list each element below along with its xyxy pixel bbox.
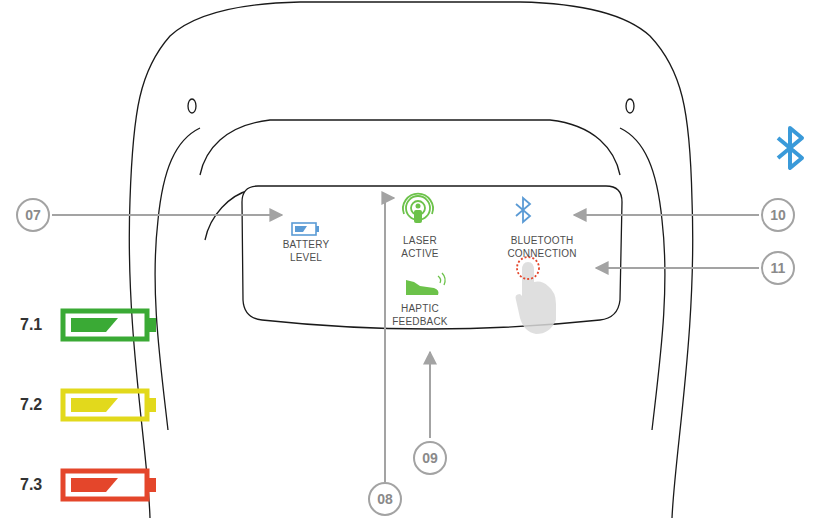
callout-number: 08 — [368, 482, 402, 516]
battery-swatch-part — [63, 311, 147, 339]
device-housing-part — [188, 99, 196, 113]
laser-icon-part — [402, 192, 434, 224]
icon-caption: LASER ACTIVE — [395, 234, 445, 260]
display-panel-part — [242, 186, 622, 329]
leader-line-part — [385, 198, 394, 482]
legend-row: 7.1 — [20, 308, 160, 342]
callout-text: 08 — [377, 491, 393, 507]
legend-text: 7.3 — [20, 476, 60, 494]
device-housing-part — [155, 128, 200, 430]
battery-icon-part — [316, 226, 319, 232]
bluetooth-symbol-part — [778, 128, 802, 168]
leader-line-part — [52, 214, 282, 216]
bluetooth-symbol — [778, 128, 802, 168]
battery-swatch-part — [71, 398, 118, 412]
callout-text: 07 — [25, 207, 41, 223]
battery-icon — [292, 223, 319, 235]
battery-swatch — [60, 308, 160, 342]
battery-swatch-part — [147, 318, 156, 332]
pointing-hand-part — [516, 262, 557, 334]
leader-line-part — [574, 214, 759, 216]
device-housing-part — [200, 120, 620, 175]
haptic-shoe-icon-part — [438, 273, 445, 285]
bluetooth-icon-part — [516, 198, 530, 222]
battery-icon-part — [295, 226, 307, 232]
battery-swatch-part — [63, 471, 147, 499]
battery-swatch-part — [71, 478, 118, 492]
callout-number: 11 — [761, 251, 795, 285]
leader-line-part — [429, 352, 431, 438]
icon-caption: BATTERY LEVEL — [276, 238, 336, 264]
device-housing-part — [129, 2, 692, 518]
callout-text: 09 — [422, 450, 438, 466]
leader-line-part — [596, 267, 759, 269]
battery-swatch-part — [147, 398, 156, 412]
display-panel — [242, 186, 622, 329]
legend-text: 7.1 — [20, 316, 60, 334]
icon-caption: HAPTIC FEEDBACK — [390, 302, 450, 328]
laser-icon-part — [414, 210, 422, 223]
pointing-hand — [516, 257, 557, 334]
battery-swatch — [60, 468, 160, 502]
device-housing-part — [626, 99, 634, 113]
callout-text: 10 — [770, 207, 786, 223]
leader-line — [52, 198, 759, 482]
legend-text: 7.2 — [20, 396, 60, 414]
laser-icon — [402, 192, 434, 224]
callout-number: 09 — [413, 441, 447, 475]
legend-row: 7.2 — [20, 388, 160, 422]
callout-number: 10 — [761, 198, 795, 232]
callout-text: 11 — [771, 260, 786, 276]
icon-caption: BLUETOOTH CONNECTION — [503, 234, 581, 260]
legend-row: 7.3 — [20, 468, 160, 502]
battery-swatch — [60, 388, 160, 422]
battery-swatch-part — [63, 391, 147, 419]
haptic-shoe-icon — [406, 273, 445, 295]
battery-swatch-part — [71, 318, 118, 332]
pointing-hand-part — [517, 257, 539, 279]
battery-icon-part — [292, 223, 316, 235]
battery-swatch-part — [147, 478, 156, 492]
bluetooth-icon — [516, 198, 530, 222]
haptic-shoe-icon-part — [406, 280, 439, 295]
device-housing — [129, 2, 692, 518]
laser-icon-part — [416, 204, 421, 209]
device-housing-part — [620, 128, 665, 430]
callout-number: 07 — [16, 198, 50, 232]
